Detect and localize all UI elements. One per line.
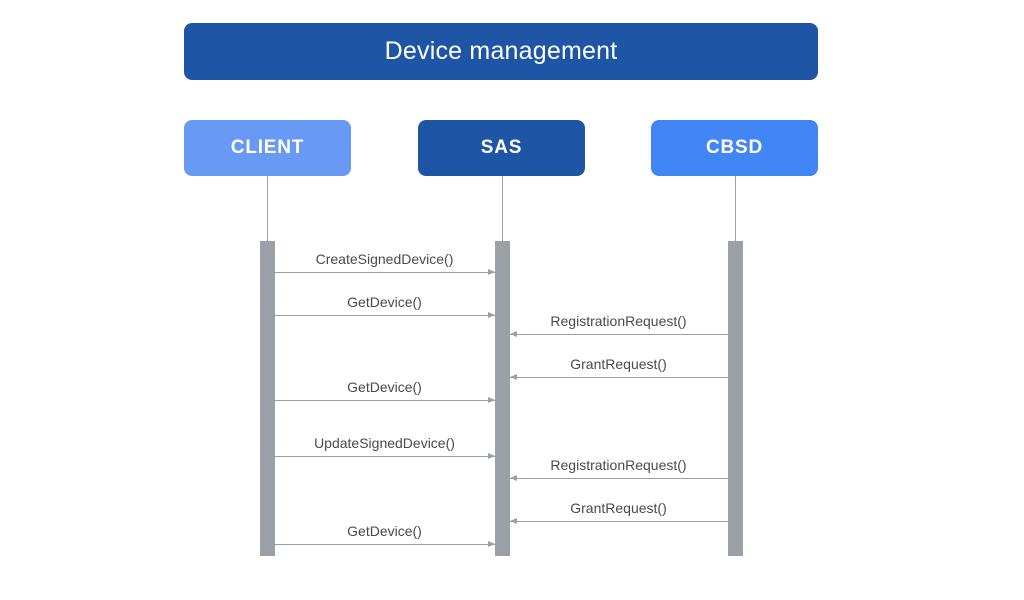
- message-1: CreateSignedDevice(): [274, 251, 495, 275]
- message-label: GetDevice(): [347, 523, 422, 539]
- message-3: RegistrationRequest(): [509, 313, 728, 337]
- participant-header-cbsd[interactable]: CBSD: [651, 120, 818, 176]
- message-line: [274, 272, 495, 273]
- message-line: [509, 478, 728, 479]
- message-arrowhead-icon: [509, 518, 517, 524]
- message-arrowhead-icon: [487, 453, 495, 459]
- message-label: GrantRequest(): [570, 500, 667, 516]
- message-line: [274, 456, 495, 457]
- activation-bar-client: [260, 241, 275, 556]
- message-arrowhead-icon: [487, 397, 495, 403]
- message-7: RegistrationRequest(): [509, 457, 728, 481]
- message-2: GetDevice(): [274, 294, 495, 318]
- message-arrowhead-icon: [509, 374, 517, 380]
- participant-label: CLIENT: [230, 137, 305, 158]
- message-5: GetDevice(): [274, 379, 495, 403]
- message-arrowhead-icon: [487, 269, 495, 275]
- message-label: CreateSignedDevice(): [315, 251, 454, 267]
- message-6: UpdateSignedDevice(): [274, 435, 495, 459]
- message-line: [274, 400, 495, 401]
- message-9: GetDevice(): [274, 523, 495, 547]
- participant-label: SAS: [480, 137, 523, 158]
- lifeline-cbsd: [735, 176, 736, 241]
- message-label: UpdateSignedDevice(): [314, 435, 455, 451]
- message-line: [274, 544, 495, 545]
- message-arrowhead-icon: [487, 541, 495, 547]
- lifeline-client: [267, 176, 268, 241]
- message-arrowhead-icon: [509, 475, 517, 481]
- message-label: RegistrationRequest(): [550, 457, 687, 473]
- message-line: [274, 315, 495, 316]
- message-arrowhead-icon: [487, 312, 495, 318]
- message-line: [509, 334, 728, 335]
- activation-bar-cbsd: [728, 241, 743, 556]
- participant-header-sas[interactable]: SAS: [418, 120, 585, 176]
- page-title: Device management: [384, 37, 618, 65]
- participant-label: CBSD: [705, 137, 764, 158]
- participant-header-client[interactable]: CLIENT: [184, 120, 351, 176]
- message-label: GetDevice(): [347, 379, 422, 395]
- lifeline-sas: [502, 176, 503, 241]
- message-8: GrantRequest(): [509, 500, 728, 524]
- message-label: GrantRequest(): [570, 356, 667, 372]
- message-label: RegistrationRequest(): [550, 313, 687, 329]
- message-line: [509, 521, 728, 522]
- diagram-title-banner: Device management: [184, 23, 818, 80]
- message-line: [509, 377, 728, 378]
- activation-bar-sas: [495, 241, 510, 556]
- message-4: GrantRequest(): [509, 356, 728, 380]
- message-arrowhead-icon: [509, 331, 517, 337]
- message-label: GetDevice(): [347, 294, 422, 310]
